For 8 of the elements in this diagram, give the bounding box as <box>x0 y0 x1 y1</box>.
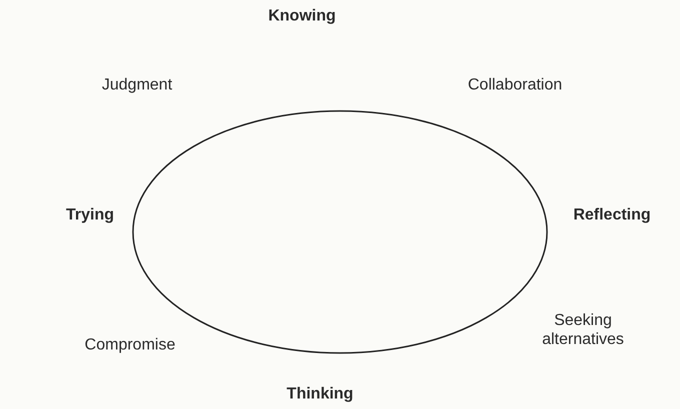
quality-label: Collaboration <box>468 76 562 94</box>
quality-label: Seeking alternatives <box>541 311 625 349</box>
phase-label: Trying <box>66 206 114 224</box>
quality-label: Compromise <box>84 336 176 354</box>
phase-label: Knowing <box>268 6 336 26</box>
quality-label: Judgment <box>102 76 172 94</box>
phase-label: Thinking <box>286 384 354 404</box>
phase-label: Reflecting <box>573 206 651 224</box>
